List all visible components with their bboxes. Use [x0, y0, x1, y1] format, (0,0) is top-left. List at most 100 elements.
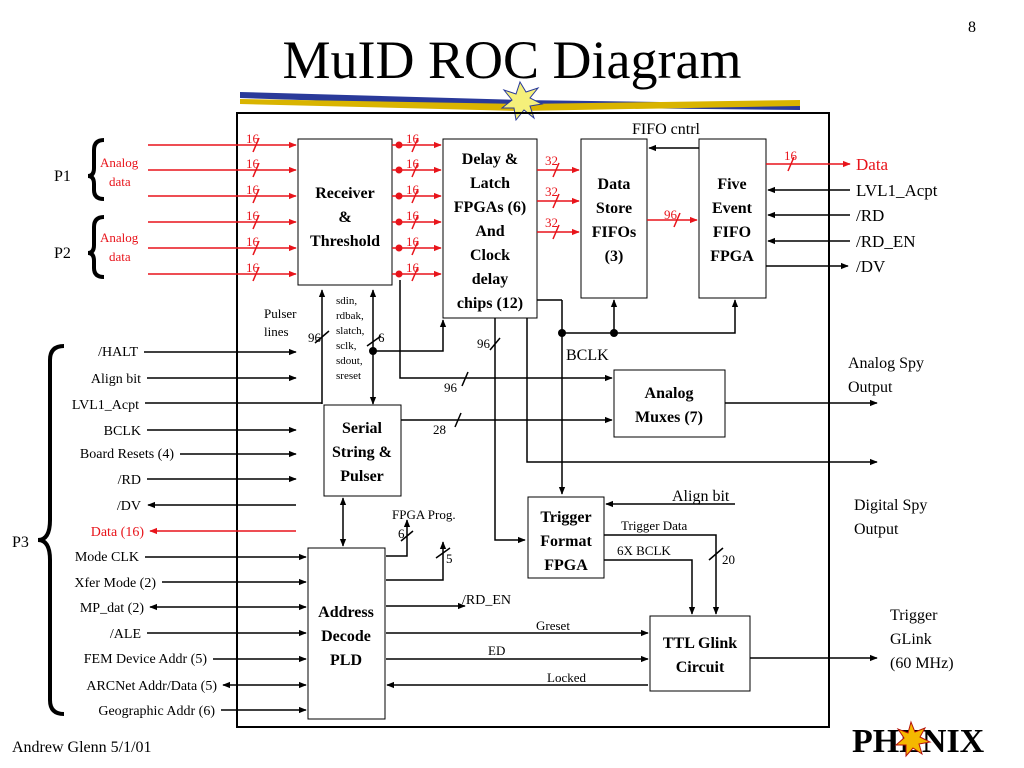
datastore-line4: (3)	[605, 248, 624, 265]
serial-signal-sdin: sdin,	[336, 295, 357, 307]
fpga-prog-5-arrow	[386, 541, 447, 581]
left-signal-arrows	[144, 348, 322, 714]
left-signal-bclk: BCLK	[104, 424, 141, 439]
serial-signal-sdout: sdout,	[336, 355, 363, 367]
width-label: 6	[378, 330, 385, 345]
receiver-line2: &	[338, 209, 351, 226]
serial-line2: String &	[332, 444, 392, 461]
six-x-bclk-arrow	[604, 559, 696, 615]
serial-line3: Pulser	[340, 468, 384, 485]
delay-latch-block	[442, 138, 538, 319]
p3-label: P3	[12, 534, 29, 551]
width-label: 16	[246, 156, 260, 171]
fiveevent-line2: Event	[712, 200, 753, 217]
left-signal-data: Data (16)	[91, 525, 145, 540]
analogmux-line1: Analog	[645, 385, 694, 402]
width-label: 16	[784, 148, 798, 163]
receiver-line1: Receiver	[315, 185, 375, 202]
left-signal-arcnet-addr: ARCNet Addr/Data (5)	[86, 679, 217, 694]
analog-input-widths: 16 16 16 16 16 16	[246, 131, 260, 275]
width-label: 6	[398, 526, 405, 541]
ed-label: ED	[488, 643, 505, 658]
fiveevent-line4: FPGA	[710, 248, 754, 265]
rd-en-label: /RD_EN	[856, 232, 916, 251]
receiver-threshold-block	[297, 138, 393, 286]
analog-muxes-block	[613, 369, 726, 438]
width-label: 16	[246, 260, 260, 275]
width-label: 96	[664, 207, 678, 222]
ttl-glink-circuit-block	[649, 615, 751, 692]
width-label: 32	[545, 184, 558, 199]
serial-to-delay	[373, 319, 447, 352]
slash	[454, 412, 462, 428]
serial-line1: Serial	[342, 420, 383, 437]
width-label: 16	[406, 234, 420, 249]
width-label: 16	[246, 182, 260, 197]
delay-line4: And	[475, 223, 504, 240]
width-label: 16	[406, 156, 420, 171]
width-label: 16	[406, 260, 420, 275]
left-signal-mode-clk: Mode CLK	[75, 550, 139, 565]
six-x-bclk-label: 6X BCLK	[617, 543, 671, 558]
board-outline	[236, 112, 830, 728]
footer-author: Andrew Glenn 5/1/01	[12, 739, 152, 756]
left-signal-ale: /ALE	[110, 627, 141, 642]
analog-spy-line1: Analog Spy	[848, 355, 924, 372]
page-title: MuID ROC Diagram	[283, 30, 742, 90]
delay-line6: delay	[472, 271, 508, 288]
serial-signal-sclk: sclk,	[336, 340, 357, 352]
analog-spy-line2: Output	[848, 379, 893, 396]
trigger-glink-line2: GLink	[890, 631, 932, 648]
ttl-line2: Circuit	[676, 659, 725, 676]
receiver-delay-dots	[395, 141, 403, 278]
p2-brace	[87, 215, 105, 279]
slash	[708, 547, 724, 561]
width-label: 32	[545, 153, 558, 168]
address-decode-pld-block	[307, 547, 386, 720]
align-bit-label: Align bit	[672, 488, 730, 505]
left-signal-mp-dat: MP_dat (2)	[80, 601, 145, 616]
left-signal-fem-device-addr: FEM Device Addr (5)	[84, 652, 208, 667]
p2-analog-data-line2: data	[109, 249, 131, 264]
left-signal-rd: /RD	[118, 473, 141, 488]
slash	[400, 530, 414, 542]
p1-analog-data-line1: Analog	[100, 155, 139, 170]
delay-to-trigger	[494, 318, 526, 544]
slash	[314, 330, 330, 344]
address-line2: Decode	[321, 628, 371, 645]
right-io-arrows	[766, 156, 851, 270]
p1-label: P1	[54, 168, 71, 185]
address-line1: Address	[318, 604, 374, 621]
delay-line2: Latch	[470, 175, 510, 192]
analogmux-line2: Muxes (7)	[635, 409, 703, 426]
left-signal-geographic-addr: Geographic Addr (6)	[98, 704, 215, 719]
five-event-fifo-fpga-block	[698, 138, 767, 299]
width-label: 96	[308, 330, 322, 345]
pulser-label-line2: lines	[264, 324, 289, 339]
delay-line3: FPGAs (6)	[454, 199, 526, 216]
data-output-label: Data	[856, 155, 889, 174]
datastore-line1: Data	[598, 176, 631, 193]
p2-label: P2	[54, 245, 71, 262]
dv-label: /DV	[856, 257, 886, 276]
address-line3: PLD	[330, 652, 362, 669]
trigger-line3: FPGA	[544, 557, 588, 574]
delay-line7: chips (12)	[457, 295, 523, 312]
phenix-logo: PHENIX	[846, 716, 1014, 760]
trigger-format-fpga-block	[527, 496, 605, 579]
slash	[366, 335, 382, 347]
fiveevent-line3: FIFO	[713, 224, 751, 241]
serial-signal-sreset: sreset	[336, 370, 361, 382]
bclk-network	[537, 299, 739, 495]
receiver-to-analogmux	[399, 280, 613, 382]
p3-brace	[37, 344, 65, 716]
trigger-glink-line3: (60 MHz)	[890, 655, 954, 672]
page-number: 8	[968, 19, 976, 36]
left-signal-board-resets: Board Resets (4)	[80, 447, 174, 462]
digital-spy-line1: Digital Spy	[854, 497, 927, 514]
receiver-line3: Threshold	[310, 233, 380, 250]
datastore-line2: Store	[596, 200, 632, 217]
fifo-cntrl-label: FIFO cntrl	[632, 121, 701, 138]
trigger-line1: Trigger	[540, 509, 591, 526]
